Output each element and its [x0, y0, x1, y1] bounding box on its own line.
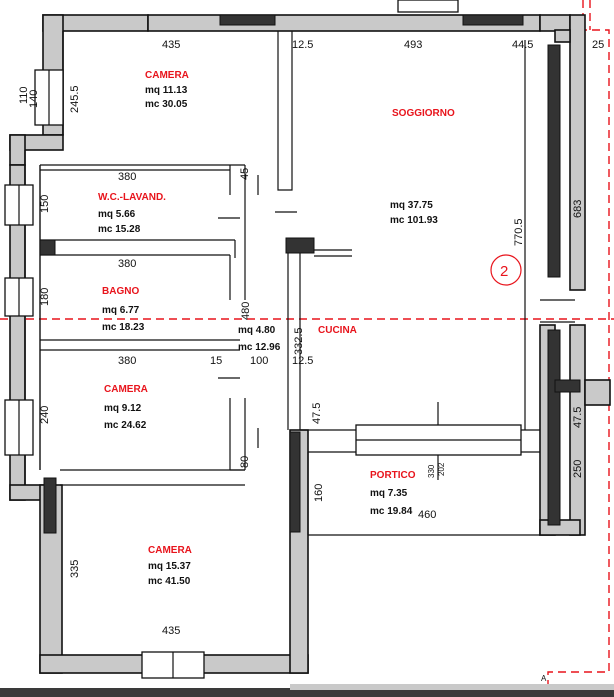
- room-mc-corridoio: mc 12.96: [238, 342, 281, 353]
- dim-335: 335: [69, 560, 81, 578]
- dim-332-5: 332.5: [293, 327, 305, 355]
- dim-25: 25: [592, 39, 604, 51]
- section-marker-number: 2: [500, 263, 508, 280]
- dim-683: 683: [572, 200, 584, 218]
- room-mc-bagno: mc 18.23: [102, 322, 145, 333]
- room-mq-soggiorno: mq 37.75: [390, 200, 433, 211]
- room-mc-camera-mid: mc 24.62: [104, 420, 147, 431]
- dim-140: 140: [28, 90, 40, 108]
- dim-202: 202: [437, 462, 446, 476]
- room-mq-wc: mq 5.66: [98, 209, 136, 220]
- dim-47-5-left: 47.5: [311, 403, 323, 424]
- room-name-cucina: CUCINA: [318, 325, 357, 336]
- section-marker: 2 A: [490, 254, 547, 683]
- dim-435-top: 435: [162, 39, 180, 51]
- dim-44-5: 44.5: [512, 39, 533, 51]
- room-name-portico: PORTICO: [370, 470, 416, 481]
- dim-150: 150: [39, 195, 51, 213]
- dim-770-5: 770.5: [513, 218, 525, 246]
- room-name-camera-mid: CAMERA: [104, 384, 148, 395]
- dim-460: 460: [418, 509, 436, 521]
- dim-15: 15: [210, 355, 222, 367]
- room-mc-portico: mc 19.84: [370, 506, 413, 517]
- dim-110: 110: [18, 86, 30, 104]
- bottom-bar-light: [290, 684, 614, 690]
- dim-245-5: 245.5: [69, 85, 81, 113]
- room-mq-portico: mq 7.35: [370, 488, 408, 499]
- room-mq-bagno: mq 6.77: [102, 305, 140, 316]
- room-name-camera-top: CAMERA: [145, 70, 189, 81]
- room-mq-camera-bot: mq 15.37: [148, 561, 191, 572]
- room-labels: CAMERA mq 11.13 mc 30.05 SOGGIORNO mq 37…: [98, 70, 455, 587]
- windows: [4, 0, 522, 679]
- dim-100: 100: [250, 355, 268, 367]
- dim-12-5-mid: 12.5: [292, 355, 313, 367]
- dim-330: 330: [427, 464, 436, 478]
- dim-493: 493: [404, 39, 422, 51]
- room-name-camera-bot: CAMERA: [148, 545, 192, 556]
- room-mq-camera-top: mq 11.13: [145, 85, 188, 96]
- dim-240: 240: [39, 406, 51, 424]
- room-mc-soggiorno: mc 101.93: [390, 215, 438, 226]
- dim-380-a: 380: [118, 171, 136, 183]
- dim-250: 250: [572, 460, 584, 478]
- dim-180: 180: [39, 288, 51, 306]
- room-name-soggiorno: SOGGIORNO: [392, 108, 455, 119]
- dim-45: 45: [239, 168, 251, 180]
- room-mc-camera-top: mc 30.05: [145, 99, 188, 110]
- dim-12-5-top: 12.5: [292, 39, 313, 51]
- hatched-elements: [39, 14, 581, 534]
- exterior-walls: [9, 14, 611, 674]
- dim-380-c: 380: [118, 355, 136, 367]
- dimension-labels: 435 12.5 493 44.5 25 110 140 245.5 380 4…: [18, 39, 604, 637]
- room-mq-camera-mid: mq 9.12: [104, 403, 142, 414]
- dim-80: 80: [239, 456, 251, 468]
- dim-380-b: 380: [118, 258, 136, 270]
- room-mq-corridoio: mq 4.80: [238, 325, 276, 336]
- dim-47-5-right: 47.5: [572, 407, 584, 428]
- dim-480: 480: [240, 302, 252, 320]
- corner-mark: A: [541, 674, 547, 683]
- dim-160: 160: [313, 484, 325, 502]
- bottom-bar: [0, 688, 614, 697]
- dim-435-bot: 435: [162, 625, 180, 637]
- room-mc-camera-bot: mc 41.50: [148, 576, 191, 587]
- room-name-wc: W.C.-LAVAND.: [98, 192, 166, 203]
- room-mc-wc: mc 15.28: [98, 224, 141, 235]
- room-name-bagno: BAGNO: [102, 286, 139, 297]
